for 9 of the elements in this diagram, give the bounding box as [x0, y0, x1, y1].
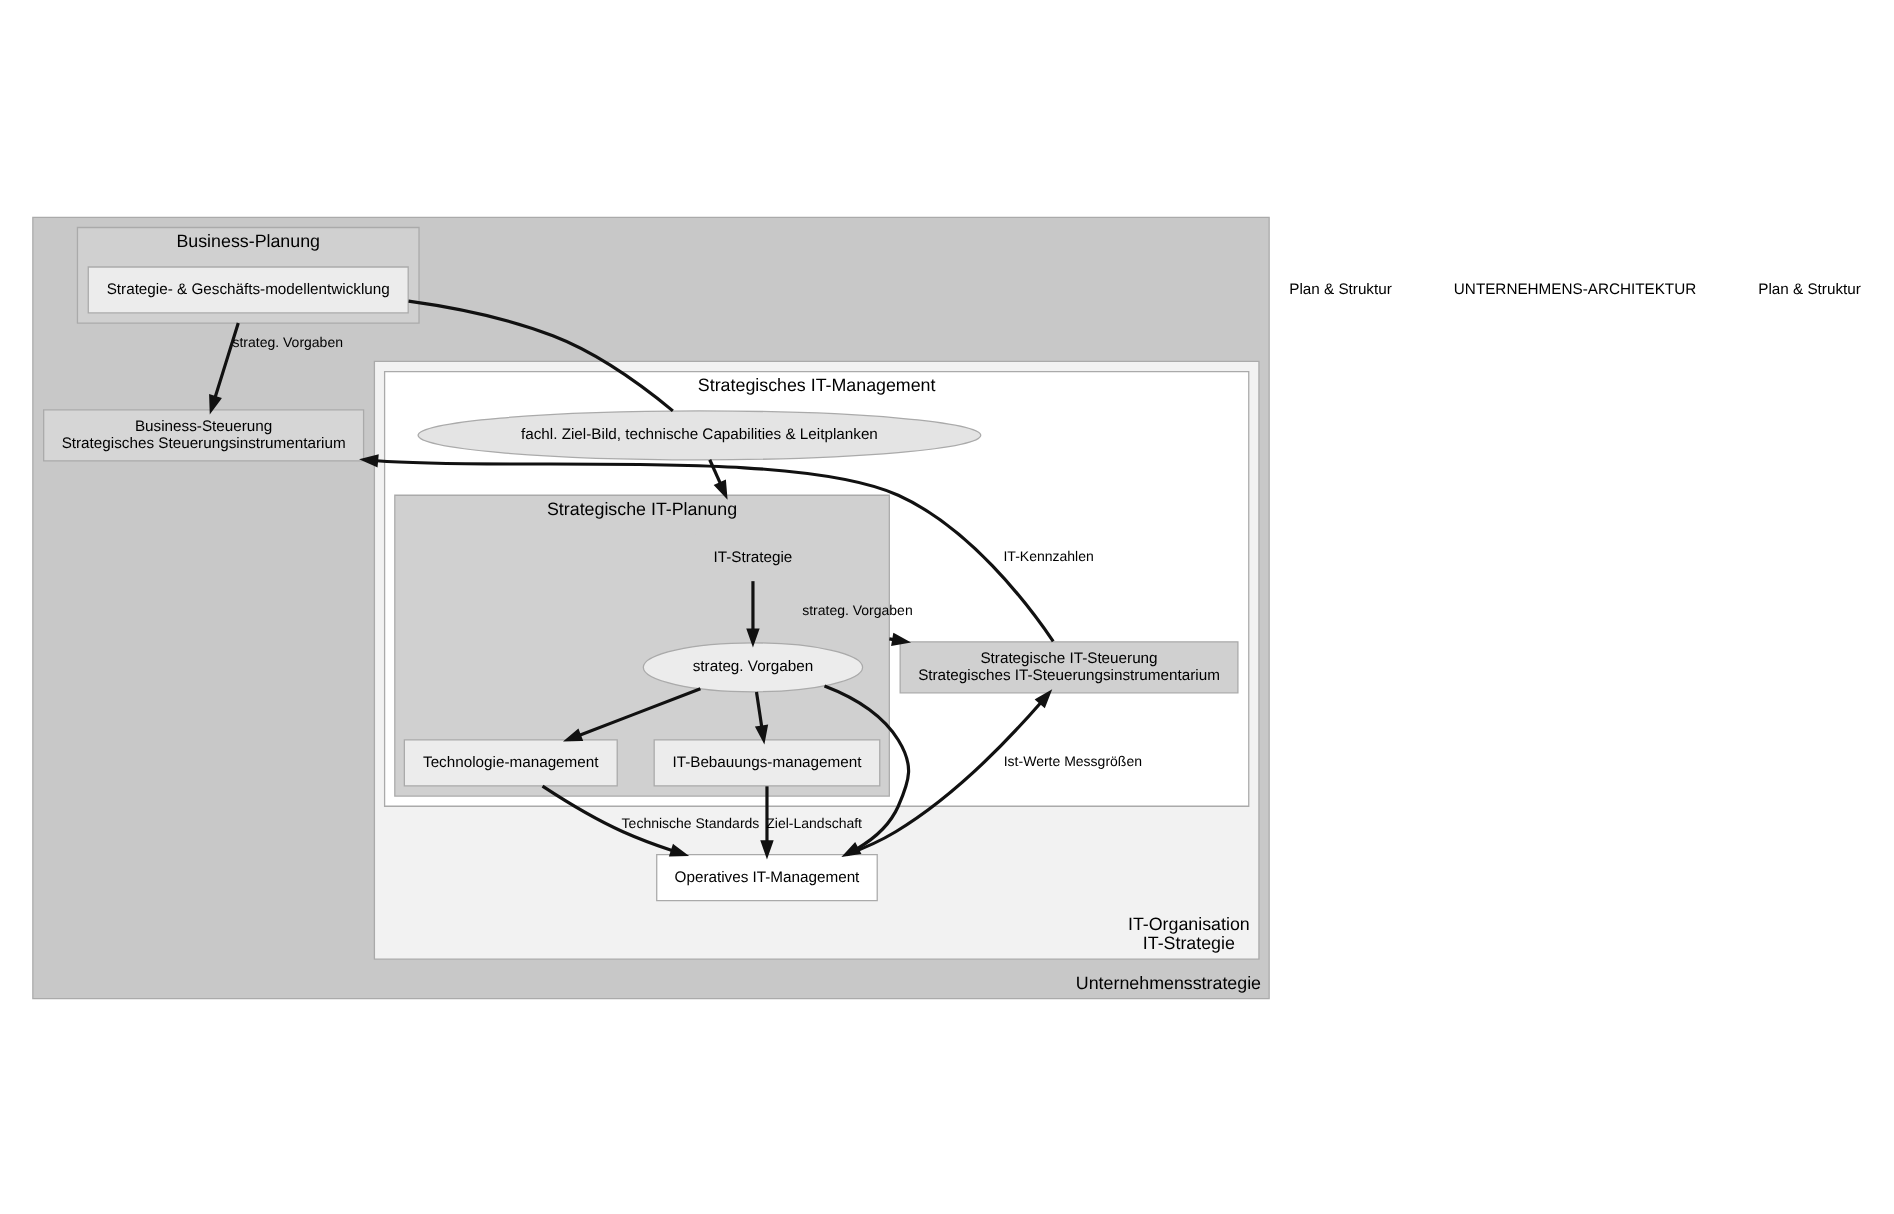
- arrow: [708, 458, 728, 499]
- arrow: [562, 686, 701, 741]
- arrow: [209, 321, 240, 414]
- arrow: [760, 785, 774, 859]
- connector: [408, 298, 674, 412]
- arrow: [746, 580, 760, 647]
- arrow: [846, 688, 1053, 856]
- arrow: [754, 690, 769, 744]
- arrow: [541, 783, 690, 856]
